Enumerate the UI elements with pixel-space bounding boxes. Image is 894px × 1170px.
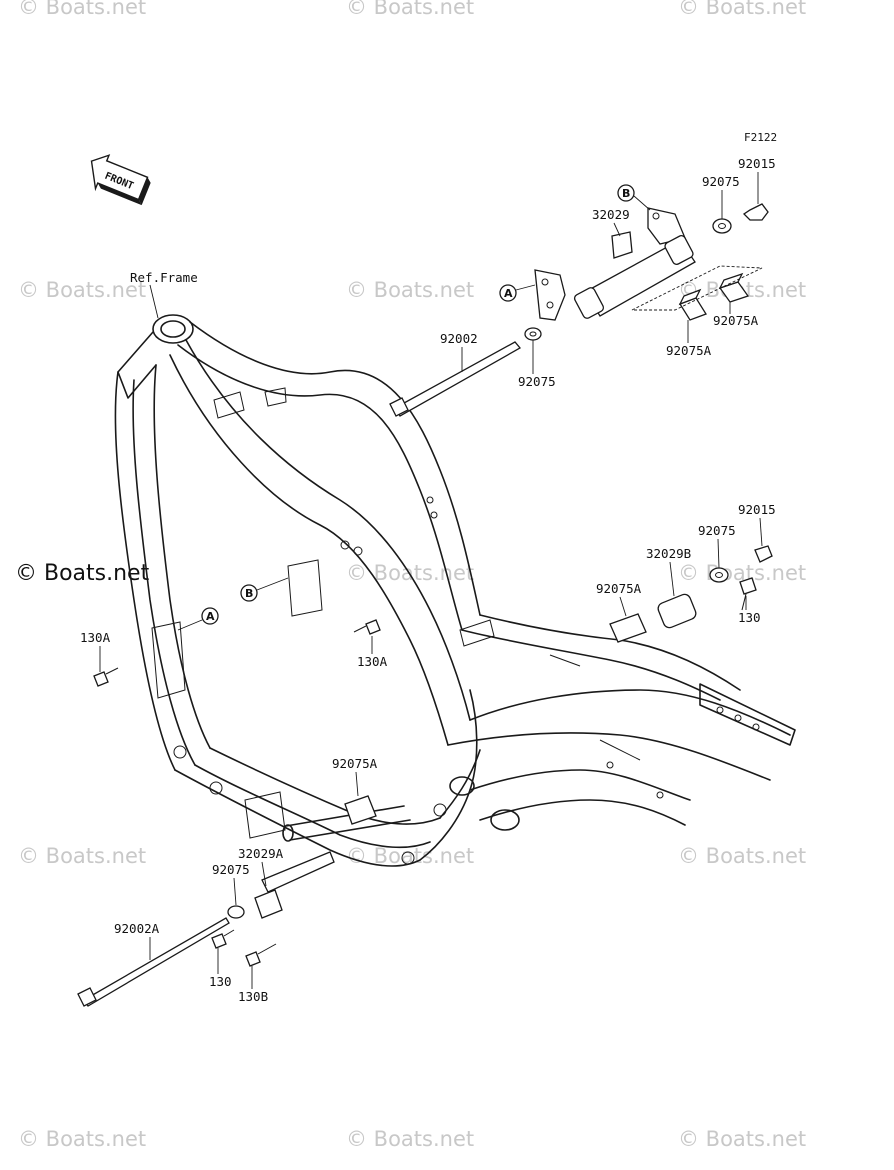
part-label-92002: 92002: [440, 331, 478, 346]
part-label-92075A: 92075A: [332, 756, 378, 771]
watermark: © Boats.net: [346, 1127, 474, 1151]
part-label-92075: 92075: [698, 523, 736, 538]
motorcycle-frame: [114, 314, 796, 867]
part-label-group: 92015 92075 32029 92002 92075 92075A 920…: [80, 156, 776, 1004]
upper-mount-assembly: [389, 203, 769, 417]
svg-text:B: B: [245, 587, 253, 600]
part-label-92002A: 92002A: [114, 921, 160, 936]
part-label-92075A: 92075A: [713, 313, 759, 328]
part-label-92075A: 92075A: [596, 581, 642, 596]
diagram-code: F2122: [744, 131, 777, 144]
part-label-92075: 92075: [702, 174, 740, 189]
watermark: © Boats.net: [678, 0, 806, 19]
watermark: © Boats.net: [18, 278, 146, 302]
part-label-92075A: 92075A: [666, 343, 712, 358]
callout-b-upper: B: [617, 184, 651, 211]
part-label-32029A: 32029A: [238, 846, 284, 861]
part-label-130: 130: [209, 974, 232, 989]
part-label-92075: 92075: [212, 862, 250, 877]
part-label-92015: 92015: [738, 156, 776, 171]
watermark: © Boats.net: [346, 278, 474, 302]
part-label-92075: 92075: [518, 374, 556, 389]
callout-a-frame: A: [177, 607, 219, 631]
watermark: © Boats.net: [678, 1127, 806, 1151]
watermark: © Boats.net: [18, 0, 146, 19]
part-label-92015: 92015: [738, 502, 776, 517]
right-mount-assembly: [609, 545, 773, 643]
part-label-130: 130: [738, 610, 761, 625]
part-label-130B: 130B: [238, 989, 268, 1004]
watermark: © Boats.net: [18, 1127, 146, 1151]
lower-mount-assembly: [77, 619, 381, 1007]
part-label-130A: 130A: [357, 654, 388, 669]
ref-frame-label: Ref.Frame: [130, 270, 198, 285]
watermark: © Boats.net: [18, 844, 146, 868]
part-label-32029: 32029: [592, 207, 630, 222]
watermark: © Boats.net: [678, 844, 806, 868]
watermark: © Boats.net: [346, 0, 474, 19]
svg-text:B: B: [622, 187, 630, 200]
callout-a-upper: A: [499, 284, 536, 302]
part-label-130A: 130A: [80, 630, 111, 645]
front-arrow-icon: FRONT: [90, 154, 151, 206]
leader-line: [149, 284, 159, 319]
svg-text:A: A: [206, 610, 215, 623]
part-label-32029B: 32029B: [646, 546, 691, 561]
watermark-prominent: © Boats.net: [15, 561, 150, 586]
callout-b-frame: B: [240, 577, 289, 602]
svg-text:A: A: [504, 287, 513, 300]
